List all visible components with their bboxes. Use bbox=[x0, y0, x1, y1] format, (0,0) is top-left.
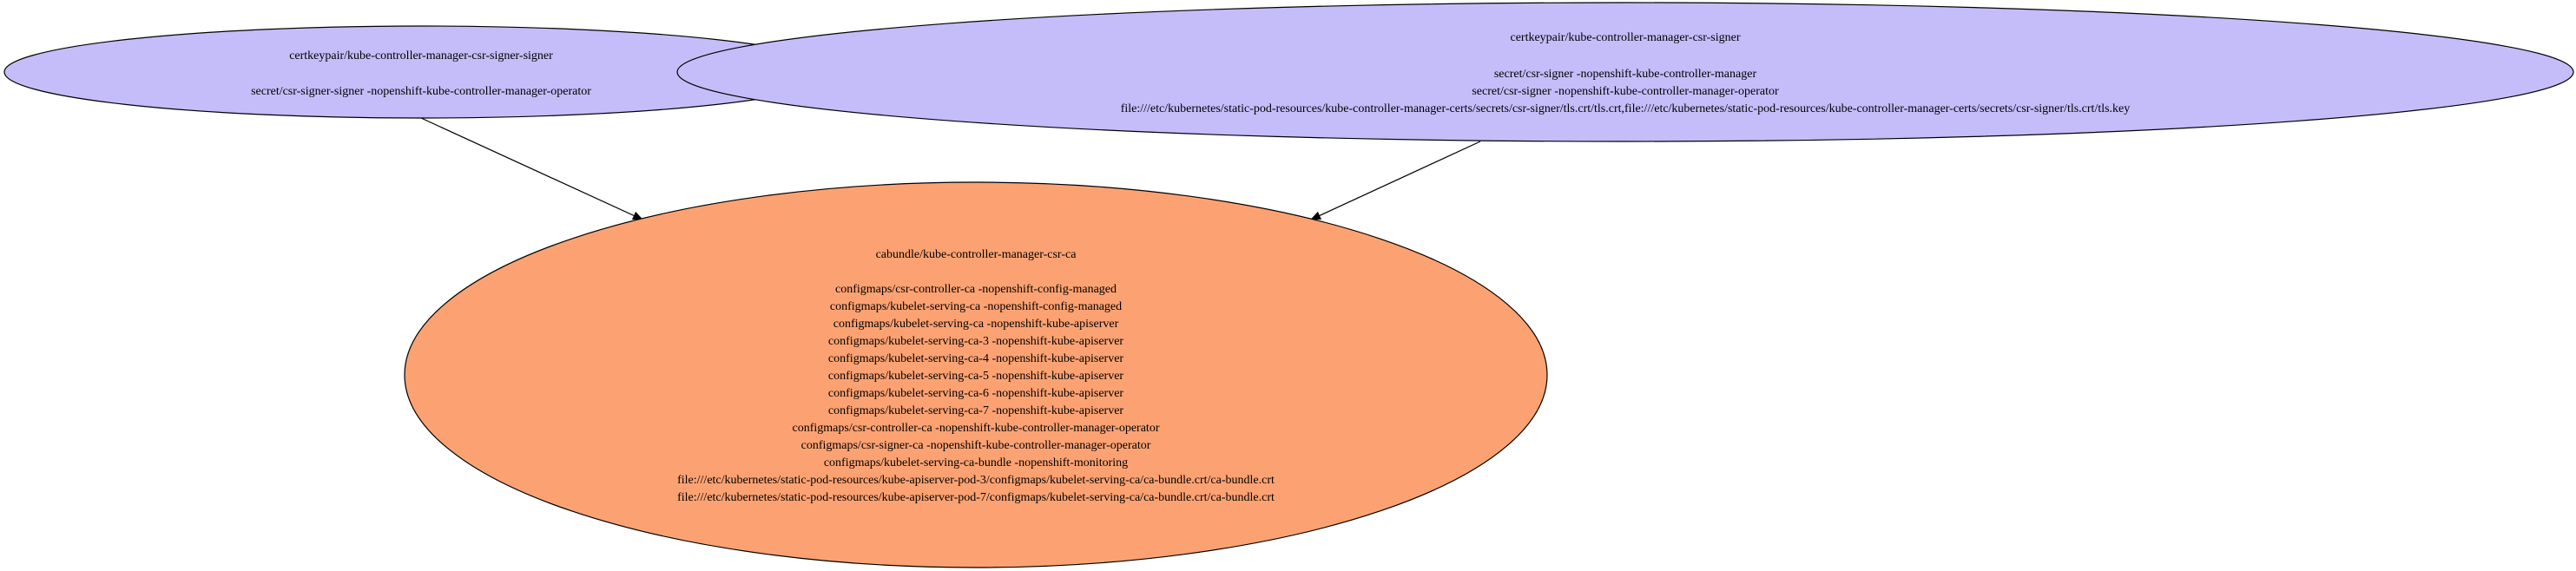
node-ca-bundle-line-4: configmaps/kubelet-serving-ca-3 -nopensh… bbox=[828, 335, 1123, 348]
node-signer-signer-line: secret/csr-signer-signer -nopenshift-kub… bbox=[251, 85, 591, 98]
node-ca-bundle-line-1: configmaps/csr-controller-ca -nopenshift… bbox=[835, 283, 1117, 296]
node-ca-bundle-line-10: configmaps/csr-signer-ca -nopenshift-kub… bbox=[801, 439, 1151, 452]
node-ca-bundle-line-13: file:///etc/kubernetes/static-pod-resour… bbox=[677, 491, 1275, 504]
node-ca-bundle-line-3: configmaps/kubelet-serving-ca -nopenshif… bbox=[833, 318, 1119, 331]
edge-signer-to-ca-bundle bbox=[1310, 141, 1481, 220]
node-ca-bundle-line-12: file:///etc/kubernetes/static-pod-resour… bbox=[677, 474, 1275, 487]
node-ca-bundle-line-8: configmaps/kubelet-serving-ca-7 -nopensh… bbox=[828, 404, 1123, 417]
node-ca-bundle-shape bbox=[404, 181, 1548, 568]
node-ca-bundle-title: cabundle/kube-controller-manager-csr-ca bbox=[876, 248, 1077, 261]
node-signer-line-2: secret/csr-signer -nopenshift-kube-contr… bbox=[1472, 85, 1779, 98]
edge-signer-signer-to-ca-bundle bbox=[420, 117, 643, 220]
node-signer-title: certkeypair/kube-controller-manager-csr-… bbox=[1510, 31, 1740, 44]
node-signer-signer-title: certkeypair/kube-controller-manager-csr-… bbox=[289, 49, 553, 62]
node-ca-bundle-line-9: configmaps/csr-controller-ca -nopenshift… bbox=[793, 422, 1160, 435]
node-signer-signer[interactable]: certkeypair/kube-controller-manager-csr-… bbox=[3, 25, 839, 119]
node-signer[interactable]: certkeypair/kube-controller-manager-csr-… bbox=[676, 2, 2574, 142]
node-ca-bundle[interactable]: cabundle/kube-controller-manager-csr-ca … bbox=[404, 181, 1548, 568]
node-ca-bundle-line-7: configmaps/kubelet-serving-ca-6 -nopensh… bbox=[828, 387, 1123, 400]
node-signer-shape bbox=[676, 2, 2574, 142]
node-signer-line-3: file:///etc/kubernetes/static-pod-resour… bbox=[1121, 102, 2131, 115]
node-signer-line-1: secret/csr-signer -nopenshift-kube-contr… bbox=[1494, 68, 1757, 81]
node-ca-bundle-line-5: configmaps/kubelet-serving-ca-4 -nopensh… bbox=[828, 352, 1123, 365]
node-ca-bundle-line-2: configmaps/kubelet-serving-ca -nopenshif… bbox=[830, 300, 1122, 313]
node-ca-bundle-line-11: configmaps/kubelet-serving-ca-bundle -no… bbox=[824, 456, 1128, 469]
node-ca-bundle-line-6: configmaps/kubelet-serving-ca-5 -nopensh… bbox=[828, 370, 1123, 383]
